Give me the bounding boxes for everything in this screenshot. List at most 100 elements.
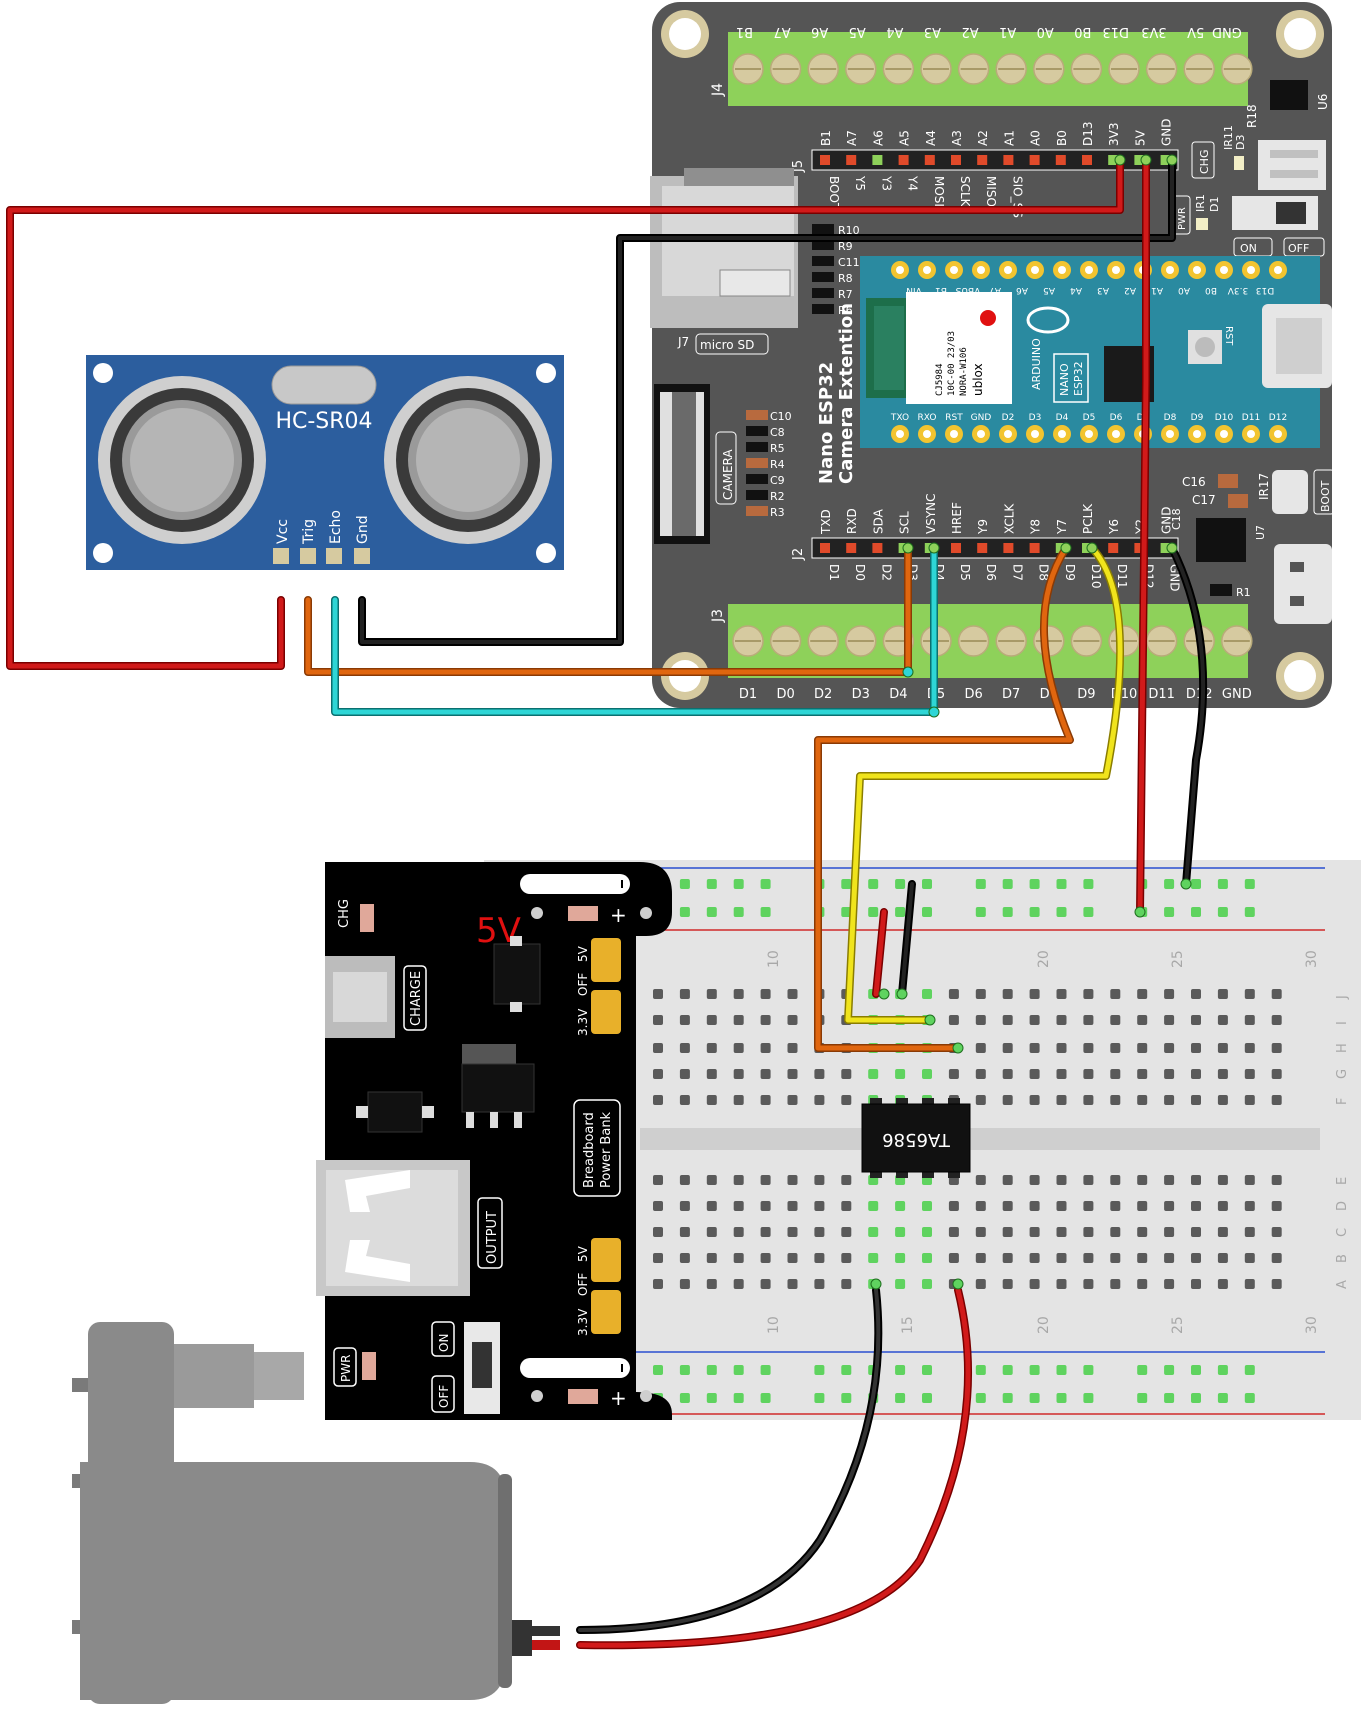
breadboard-hole: [1244, 907, 1255, 917]
breadboard-hole: [1244, 1393, 1255, 1403]
nano-bottom-pin-label: D5: [1083, 413, 1096, 423]
column-number-bottom: 10: [766, 1316, 782, 1334]
breadboard-hole: [975, 1393, 986, 1403]
breadboard-hole: [922, 1069, 932, 1079]
breadboard-hole: [895, 1393, 906, 1403]
resistor-label: R7: [838, 288, 853, 301]
breadboard-hole: [760, 907, 771, 917]
header-pin: [1108, 543, 1119, 553]
breadboard-hole: [1244, 1365, 1255, 1375]
breadboard-hole: [1164, 1175, 1175, 1185]
breadboard-hole: [1083, 1069, 1094, 1079]
j5-top-label: B1: [819, 130, 833, 146]
u7-label: U7: [1254, 525, 1267, 540]
breadboard-hole: [1056, 1201, 1067, 1211]
breadboard-hole: [1137, 1279, 1148, 1289]
breadboard-hole: [733, 1095, 744, 1105]
r18-label: R18: [1245, 104, 1259, 128]
breadboard-hole: [1029, 1365, 1040, 1375]
breadboard-hole: [1217, 1069, 1228, 1079]
breadboard-hole: [1056, 1253, 1067, 1263]
breadboard-hole: [1137, 1069, 1148, 1079]
breadboard-hole: [1083, 1227, 1094, 1237]
diode: [367, 1091, 423, 1133]
nano-bottom-pin-label: D3: [1029, 413, 1042, 423]
breadboard-hole: [1271, 1175, 1282, 1185]
breadboard-hole: [787, 1279, 798, 1289]
breadboard-hole: [1137, 1253, 1148, 1263]
nano-top-pin-label: A5: [1043, 285, 1055, 295]
breadboard-hole: [948, 1201, 959, 1211]
jumper-bottom-5v[interactable]: [591, 1238, 621, 1282]
usb-c-port: [1274, 544, 1332, 624]
j2-bottom-label: D8: [1037, 564, 1051, 581]
header-pin: [924, 155, 935, 165]
breadboard-hole: [1002, 1393, 1013, 1403]
breadboard-hole: [1029, 1095, 1040, 1105]
breadboard-hole: [814, 1279, 825, 1289]
bottom-terminal-label: D9: [1077, 687, 1095, 702]
breadboard-hole: [922, 1365, 932, 1375]
header-pin: [977, 155, 988, 165]
breadboard-hole: [868, 879, 879, 889]
j5-top-label: GND: [1160, 118, 1174, 146]
breadboard-hole: [760, 1279, 771, 1289]
regulator-chip: [493, 943, 541, 1005]
breadboard-hole: [1164, 989, 1175, 999]
jumper-top-3v3[interactable]: [591, 990, 621, 1034]
j5-top-label: 5V: [1133, 129, 1147, 146]
nano-top-pin-label: D13: [1256, 285, 1274, 295]
breadboard-hole: [975, 1015, 986, 1025]
row-letter-lower: B: [1335, 1254, 1350, 1263]
j2-bottom-label: D11: [1115, 564, 1129, 589]
breadboard-hole: [653, 1043, 663, 1053]
breadboard-hole: [679, 989, 690, 999]
breadboard-hole: [1217, 1227, 1228, 1237]
bottom-terminal-label: D3: [852, 687, 870, 702]
breadboard-hole: [1029, 1227, 1040, 1237]
column-number-top: 10: [766, 950, 782, 968]
jumper-top-5v[interactable]: [591, 938, 621, 982]
breadboard-hole: [922, 1279, 932, 1289]
row-letter-upper: G: [1335, 1069, 1350, 1079]
j2-bottom-label: D1: [827, 564, 841, 581]
breadboard-hole: [1083, 1201, 1094, 1211]
jumper-bottom-3v3[interactable]: [591, 1290, 621, 1334]
breadboard-hole: [1217, 1095, 1228, 1105]
breadboard-hole: [922, 1253, 932, 1263]
breadboard-hole: [975, 1365, 986, 1375]
capacitor: [746, 410, 768, 420]
breadboard-hole: [733, 879, 744, 889]
breadboard-hole: [868, 1069, 879, 1079]
header-pin: [977, 543, 988, 553]
breadboard-hole: [679, 1069, 690, 1079]
header-pin: [1029, 543, 1040, 553]
breadboard-hole: [975, 1227, 986, 1237]
capacitor: [746, 506, 768, 516]
breadboard-hole: [679, 1279, 690, 1289]
breadboard-hole: [1110, 1175, 1121, 1185]
rail-switch-top[interactable]: [520, 874, 630, 894]
nano-bottom-pin-label: TXO: [890, 413, 909, 423]
breadboard-hole: [1244, 1227, 1255, 1237]
header-pin: [1108, 155, 1119, 165]
breadboard-hole: [1217, 1279, 1228, 1289]
pwr-led: [362, 1352, 376, 1380]
breadboard-hole: [1029, 1279, 1040, 1289]
board-title-line2: Camera Extention: [836, 303, 857, 484]
row-letter-upper: J: [1335, 995, 1350, 1000]
breadboard-hole: [787, 1043, 798, 1053]
nano-bottom-pin-label: GND: [971, 413, 992, 423]
rail-switch-bottom[interactable]: [520, 1358, 630, 1378]
j5-top-label: 3V3: [1107, 123, 1121, 146]
header-pin: [1160, 543, 1171, 553]
j5-top-label: A1: [1002, 130, 1016, 146]
breadboard-hole: [895, 1365, 906, 1375]
breadboard-hole: [975, 879, 986, 889]
breadboard-hole: [1110, 1095, 1121, 1105]
boot-button[interactable]: [1272, 470, 1308, 514]
breadboard-hole: [653, 1175, 663, 1185]
capacitor-label: R4: [770, 458, 785, 471]
breadboard-hole: [787, 1175, 798, 1185]
